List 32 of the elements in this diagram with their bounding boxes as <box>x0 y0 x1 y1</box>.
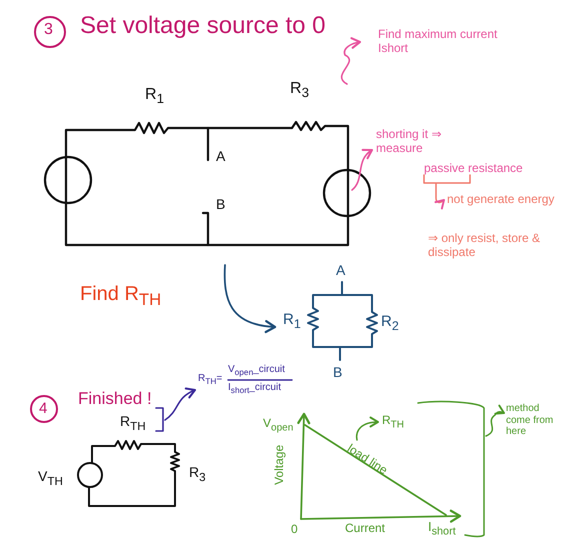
axis-label: Voltage <box>273 444 287 485</box>
heading: Finished ! <box>78 389 152 409</box>
formula: R$_{TH}$= <box>198 373 222 387</box>
axis-label: 0 <box>291 523 298 537</box>
axis-label: V$_{open}$ <box>263 417 294 434</box>
note: method come from here <box>506 403 554 438</box>
terminal-label: A <box>216 148 226 164</box>
note: passive resistance <box>424 162 523 176</box>
resistor-label: R$_{2}$ <box>381 313 399 334</box>
resistor-label: R$_{3}$ <box>290 80 309 100</box>
heading: Find R$_{TH}$ <box>80 283 162 310</box>
note: not generate energy <box>447 193 556 207</box>
note: Find maximum current Ishort <box>378 28 498 56</box>
terminal-label: B <box>333 364 342 380</box>
terminal-label: B <box>216 196 226 212</box>
step-number: 3 <box>44 21 53 40</box>
resistor-label: R$_{3}$ <box>189 464 206 484</box>
heading: Set voltage source to 0 <box>80 12 326 40</box>
axis-label: I$_{short}$ <box>428 520 456 538</box>
note: R$_{TH}$ <box>382 414 404 431</box>
formula: I$_{short}$_circuit <box>228 382 281 396</box>
formula: V$_{open}$_circuit <box>228 364 285 378</box>
resistor-label: R$_{TH}$ <box>120 413 146 434</box>
note: ⇒ only resist, store & dissipate <box>428 232 542 260</box>
resistor-label: R$_{1}$ <box>145 86 164 106</box>
axis-label: Current <box>345 522 386 536</box>
step-number: 4 <box>39 400 48 418</box>
source-label: V$_{TH}$ <box>38 468 63 488</box>
note: shorting it ⇒ measure <box>376 128 442 156</box>
resistor-label: R$_{1}$ <box>283 311 301 332</box>
terminal-label: A <box>336 262 346 278</box>
line-label: load line <box>344 442 390 478</box>
